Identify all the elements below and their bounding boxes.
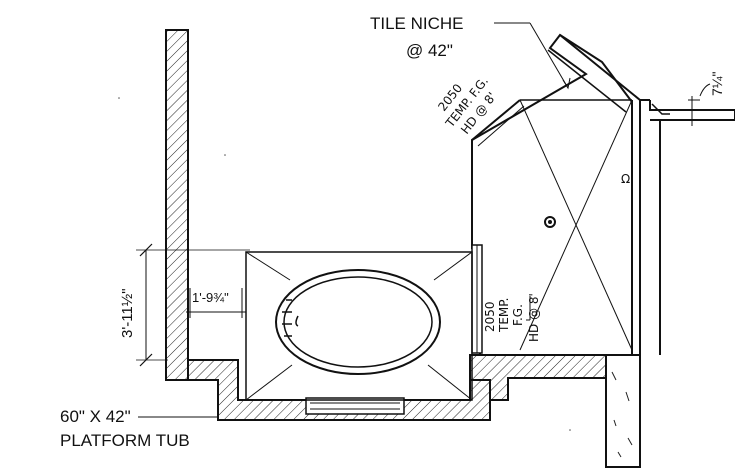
tub-name-label: PLATFORM TUB: [60, 431, 190, 450]
window-callout-side: 2050 TEMP. F.G. HD @ 8': [483, 293, 541, 342]
window-side-label-4: HD @ 8': [527, 293, 541, 342]
dimension-offset: 1'-9¾": [186, 288, 246, 318]
tub-size-label: 60" X 42": [60, 407, 131, 426]
platform-tub-callout: 60" X 42" PLATFORM TUB: [60, 407, 218, 450]
platform-tub: [245, 251, 473, 401]
tile-niche-callout: TILE NICHE @ 42": [370, 14, 571, 90]
bottom-wall: [166, 359, 491, 421]
right-upper-wall: [649, 100, 735, 355]
window-side-label-1: 2050: [483, 301, 497, 332]
window-side-label-2: TEMP.: [497, 298, 511, 333]
dimension-height: 3'-11½": [119, 243, 250, 367]
tile-niche-label-2: @ 42": [406, 41, 453, 60]
shower-mark: Ω: [621, 172, 630, 186]
shower-enclosure: Ω: [471, 33, 650, 356]
left-wall: [165, 29, 189, 381]
dimension-corner: 7¼": [688, 72, 725, 126]
window-side-label-3: F.G.: [511, 304, 525, 326]
dim-height-label: 3'-11½": [119, 288, 136, 338]
right-lower-wall: [469, 354, 641, 468]
dim-offset-label: 1'-9¾": [192, 290, 229, 305]
dim-corner-label: 7¼": [709, 72, 725, 96]
tile-niche-label-1: TILE NICHE: [370, 14, 464, 33]
